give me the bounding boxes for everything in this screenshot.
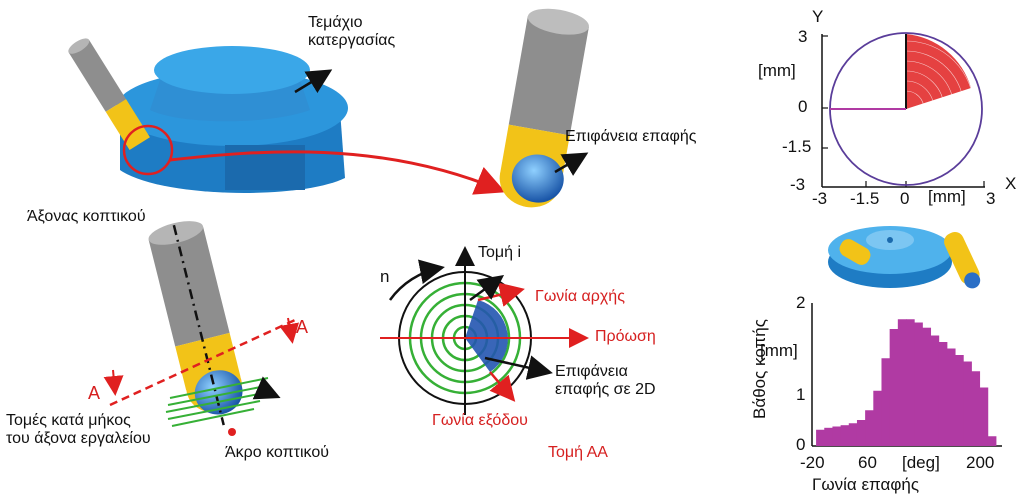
tool-axis-label: Άξονας κοπτικού <box>27 208 146 225</box>
chart-bar <box>832 426 842 446</box>
top-y-tick-3: 3 <box>798 27 808 46</box>
chart-bar <box>963 361 972 446</box>
chart-bar <box>914 322 923 446</box>
top-x-tick-0: 0 <box>900 189 910 208</box>
workpiece-label: Τεμάχιο κατεργασίας <box>308 14 396 49</box>
chart-bar <box>946 348 956 446</box>
label-workpiece-line1: Τεμάχιο κατεργασίας <box>308 14 395 50</box>
chart-bar <box>856 420 866 446</box>
chart-bar <box>930 335 940 446</box>
rotation-n-label: n <box>380 267 390 286</box>
chart-y-tick-0: 0 <box>796 435 806 454</box>
tool-illustration-top <box>499 8 589 208</box>
chart-bar <box>897 319 907 446</box>
chart-bar <box>881 358 891 446</box>
tool-tip-label: Άκρο κοπτικού <box>225 444 329 461</box>
top-y-tick-0: 0 <box>798 97 808 116</box>
chart-x-tick-200: 200 <box>966 453 995 472</box>
chart-bar <box>889 329 899 446</box>
top-x-tick-neg3: -3 <box>812 189 828 208</box>
workpiece-illustration <box>68 38 506 195</box>
chart-bar <box>971 371 981 446</box>
contact-2d-label: Επιφάνεια επαφής σε 2D <box>555 363 656 398</box>
feed-label: Πρόωση <box>595 328 656 345</box>
chart-bar <box>873 390 882 446</box>
chart-bar <box>987 436 997 446</box>
chart-ylabel: Βάθος κοπής <box>750 319 769 419</box>
chart-bar <box>824 427 833 446</box>
y-axis-label: Y <box>812 7 824 26</box>
marker-a-right: A <box>296 317 309 337</box>
top-y-tick-neg1-5: -1.5 <box>782 137 812 156</box>
chart-bar <box>906 319 915 446</box>
contact-polar-plot <box>821 32 985 188</box>
small-workpiece-illustration <box>828 226 981 289</box>
chart-bar <box>848 423 858 446</box>
top-x-tick-neg1-5: -1.5 <box>850 189 880 208</box>
chart-bar <box>816 429 825 446</box>
chart-bar <box>938 342 948 446</box>
chart-y-tick-1: 1 <box>796 385 806 404</box>
tool-illustration-sections <box>103 221 299 436</box>
top-y-tick-neg3: -3 <box>790 175 806 194</box>
chart-y-tick-2: 2 <box>796 293 806 312</box>
contact-surface-label: Επιφάνεια επαφής <box>565 128 697 145</box>
start-angle-label: Γωνία αρχής <box>535 288 625 305</box>
marker-a-left: A <box>88 383 101 403</box>
chart-x-tick-neg20: -20 <box>800 453 825 472</box>
chart-xlabel: Γωνία επαφής <box>812 475 920 494</box>
chart-bar <box>955 355 964 446</box>
top-x-unit: [mm] <box>928 187 966 206</box>
sections-along-label: Τομές κατά μήκος του άξονα εργαλείου <box>6 412 151 447</box>
chart-bar <box>840 425 850 446</box>
section-aa-diagram <box>380 246 589 415</box>
chart-x-unit: [deg] <box>902 453 940 472</box>
x-axis-label: X <box>1005 174 1017 193</box>
section-aa-label: Τομή ΑΑ <box>548 444 608 461</box>
chart-y-unit: [mm] <box>760 341 798 360</box>
top-y-unit: [mm] <box>758 61 796 80</box>
chart-bar <box>865 410 874 446</box>
chart-x-tick-60: 60 <box>858 453 877 472</box>
cutting-depth-chart <box>811 303 1002 447</box>
chart-bar <box>979 387 989 446</box>
section-i-label: Τομή i <box>478 244 522 261</box>
exit-angle-label: Γωνία εξόδου <box>432 412 528 429</box>
top-x-tick-3: 3 <box>986 189 996 208</box>
chart-bar <box>922 327 932 446</box>
